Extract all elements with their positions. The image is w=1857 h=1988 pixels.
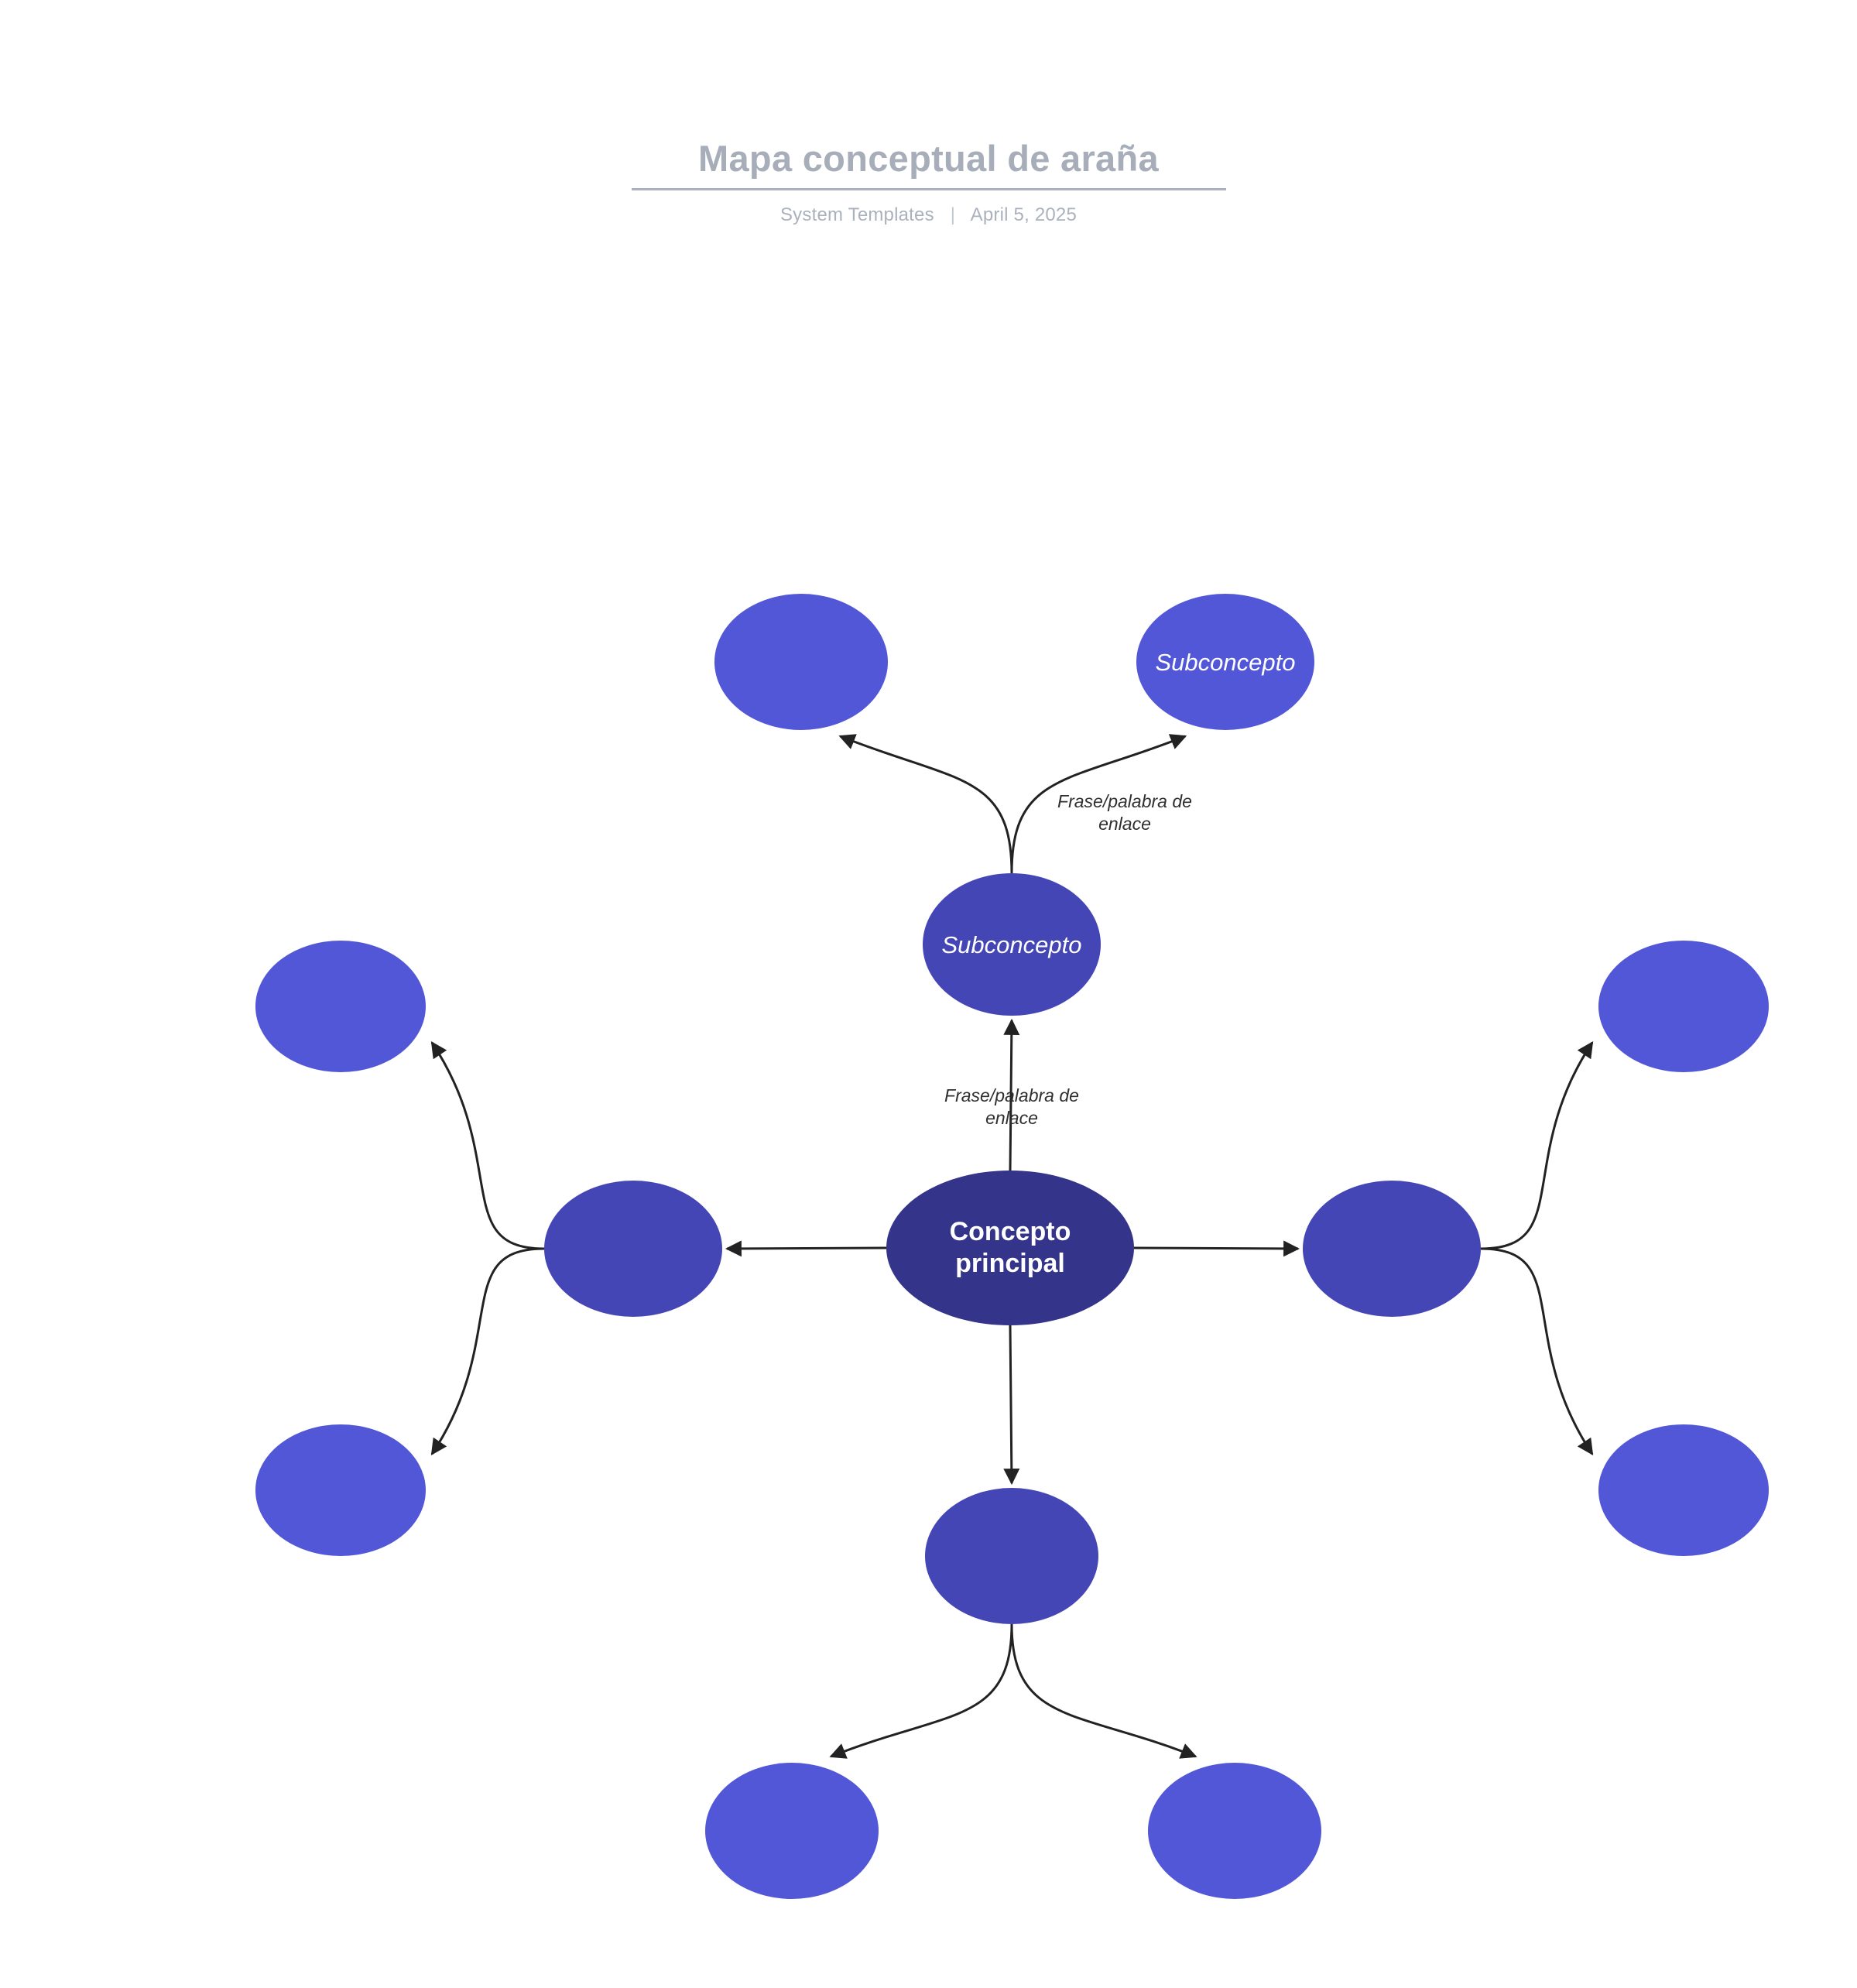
subtitle-separator: | — [950, 204, 956, 226]
edge-layer — [430, 734, 1594, 1759]
node-bottom-mid[interactable] — [925, 1488, 1098, 1624]
node-root[interactable] — [886, 1171, 1134, 1325]
edge-bottom-mid-to-bot-leaf-l — [829, 1623, 1013, 1759]
node-layer — [255, 594, 1769, 1899]
node-top-leaf-r[interactable] — [1136, 594, 1314, 730]
node-bot-leaf-r[interactable] — [1148, 1763, 1321, 1899]
document-subtitle: System Templates | April 5, 2025 — [0, 204, 1857, 226]
edge-left-mid-to-left-leaf-t — [430, 1041, 545, 1250]
title-divider — [631, 188, 1226, 191]
edge-right-mid-to-right-leaf-b — [1480, 1247, 1594, 1455]
node-right-mid[interactable] — [1303, 1181, 1481, 1317]
node-left-leaf-b[interactable] — [255, 1424, 426, 1556]
subtitle-date: April 5, 2025 — [970, 204, 1078, 226]
edge-top-mid-to-top-leaf-l — [838, 734, 1013, 874]
page-title: Mapa conceptual de araña — [698, 138, 1159, 179]
edge-right-mid-to-right-leaf-t — [1480, 1041, 1594, 1250]
node-top-mid[interactable] — [923, 873, 1101, 1016]
node-right-leaf-b[interactable] — [1598, 1424, 1769, 1556]
edge-bottom-mid-to-bot-leaf-r — [1010, 1623, 1197, 1759]
edge-top-mid-to-top-leaf-r — [1010, 734, 1187, 874]
edge-root-to-left-mid — [725, 1240, 887, 1257]
node-bot-leaf-l[interactable] — [705, 1763, 879, 1899]
edge-root-to-bottom-mid — [1003, 1325, 1020, 1486]
edge-root-to-top-mid — [1003, 1018, 1020, 1171]
node-left-mid[interactable] — [544, 1181, 722, 1317]
node-right-leaf-t[interactable] — [1598, 941, 1769, 1072]
document-header: Mapa conceptual de araña System Template… — [0, 0, 1857, 226]
node-top-leaf-l[interactable] — [714, 594, 888, 730]
edge-root-to-right-mid — [1133, 1240, 1300, 1257]
subtitle-source: System Templates — [779, 204, 934, 226]
edge-left-mid-to-left-leaf-b — [430, 1247, 545, 1455]
node-left-leaf-t[interactable] — [255, 941, 426, 1072]
